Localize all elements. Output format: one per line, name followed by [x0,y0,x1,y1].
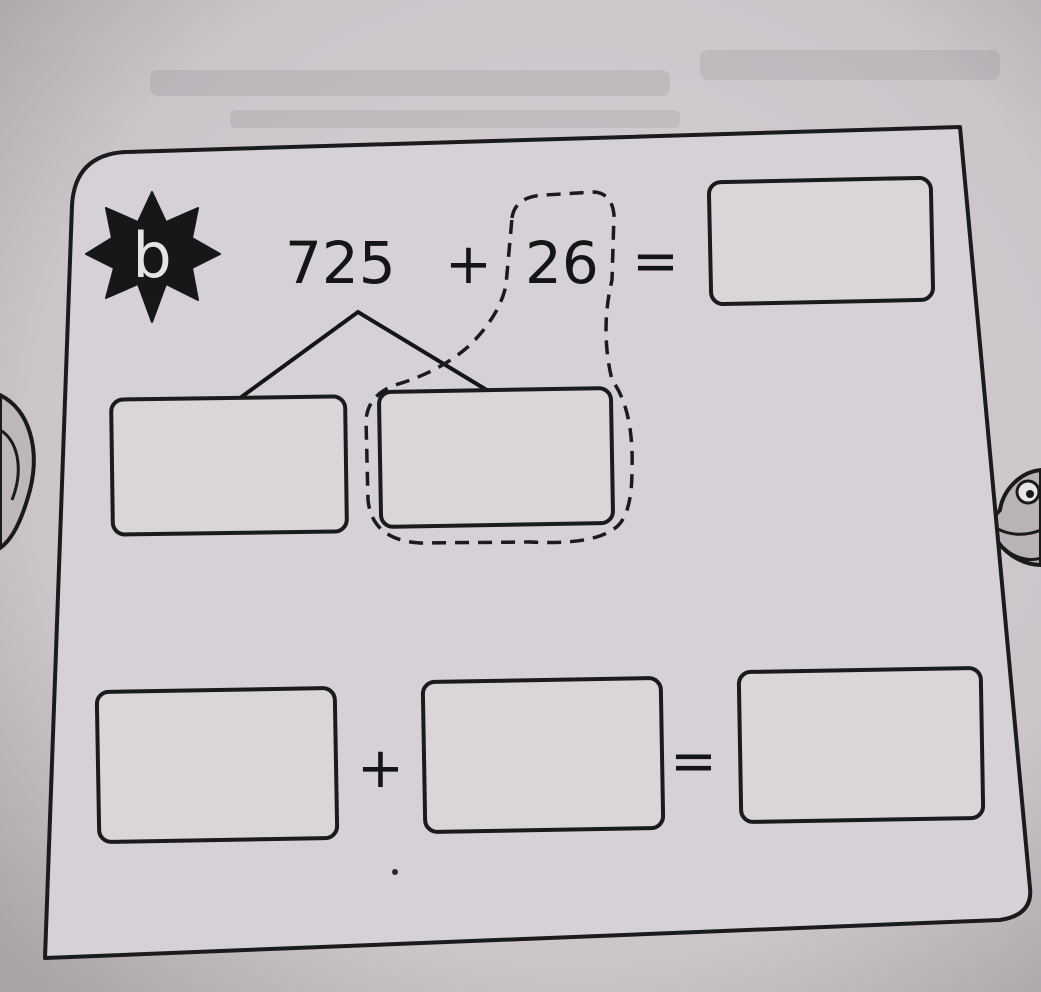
bleed-through-text [150,50,1000,128]
part-box-left[interactable] [109,394,349,537]
answer-box-sum[interactable] [706,175,936,307]
bottom-box-result[interactable] [736,666,986,824]
dashed-grouping-outline [364,190,634,545]
bottom-box-first[interactable] [94,686,340,844]
paper-speck [392,869,398,875]
side-figure-icon [0,392,36,551]
star-badge-icon [85,191,221,323]
plus-sign: + [445,232,492,297]
decomposition-branches [238,309,492,400]
bottom-equals-sign: = [670,729,717,794]
bottom-plus-sign: + [357,736,404,801]
exercise-label: b [132,219,171,292]
addend-26: 26 [525,229,599,297]
bottom-box-second[interactable] [420,676,666,834]
equals-sign: = [632,229,679,294]
part-box-right[interactable] [377,386,615,529]
addend-725: 725 [285,229,396,297]
